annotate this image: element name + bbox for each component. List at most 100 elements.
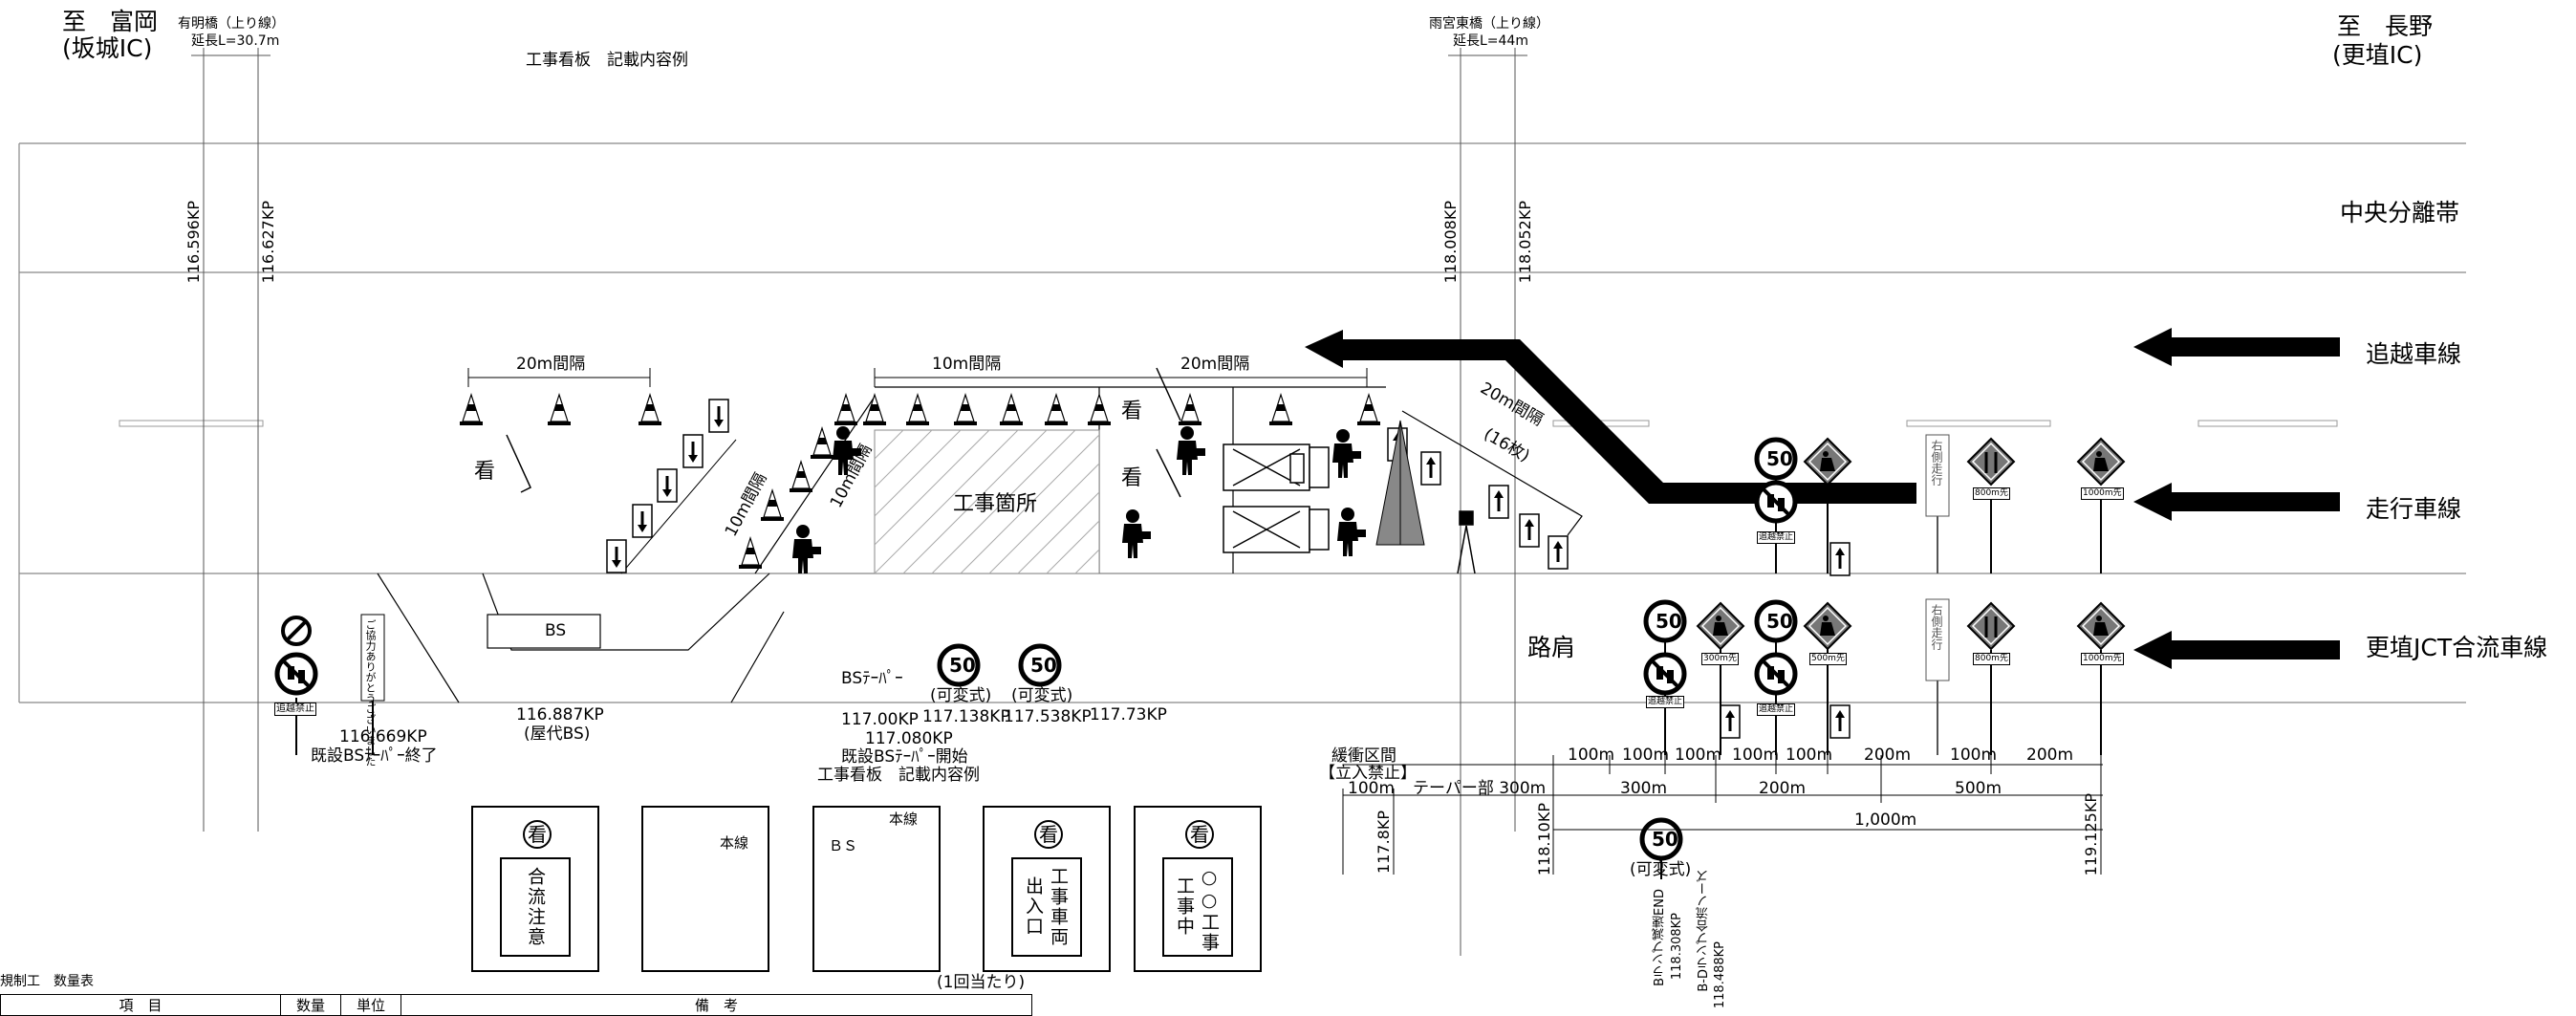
bs-start: 既設BSﾃｰﾊﾟｰ開始	[841, 747, 968, 767]
speed-sign-value-4: 50	[949, 654, 976, 677]
dim-row2-3: 500m	[1955, 779, 2002, 798]
bs-label: BS	[545, 621, 567, 640]
dist-800: 800m先	[1973, 653, 2010, 665]
board-2-label: 本線	[720, 834, 749, 852]
speed-sign-value-1: 50	[1766, 447, 1793, 470]
bridge-1-length: 延長L=30.7m	[191, 33, 280, 49]
speed-sign-value-3: 50	[1766, 610, 1793, 633]
direction-left-line1: 至 富岡	[62, 8, 159, 35]
kp-bs-end: 116.669KP	[339, 727, 427, 746]
dist-1000-upper: 1000m先	[2081, 487, 2124, 500]
no-passing-plate-4: 追越禁止	[274, 703, 316, 716]
board-1-kan: 看	[523, 820, 552, 849]
direction-right-line2: (更埴IC)	[2332, 41, 2423, 69]
kp-116-627: 116.627KP	[259, 201, 277, 284]
kp-yashiro: 116.887KP	[516, 705, 604, 724]
dist-1000: 1000m先	[2081, 653, 2124, 665]
kanban-2: 看	[1121, 400, 1143, 423]
bridge-1-name: 有明橋（上り線）	[178, 16, 285, 32]
board-bs-branch: 本線 ＢＳ	[812, 806, 941, 972]
lane-median: 中央分離帯	[2340, 199, 2460, 227]
quantity-table: 項 目 数量 単位 備 考	[0, 994, 1032, 1016]
board-3-label: 本線	[889, 811, 919, 828]
regulation-signs	[277, 434, 2125, 879]
lane-arrows	[1305, 328, 2340, 669]
yashiro-bs: (屋代BS)	[524, 724, 591, 744]
interval-a: 20m間隔	[516, 355, 586, 374]
board-4-text1: 工事車両	[1048, 867, 1069, 947]
bottom-note: 工事看板 記載内容例	[817, 766, 980, 785]
dist-300: 300m先	[1701, 653, 1739, 665]
keep-right-lower: 右側走行	[1930, 604, 1943, 650]
kp-117: 117.00KP	[841, 710, 919, 729]
table-title: 規制工 数量表	[0, 974, 94, 989]
dim-3: 100m	[1675, 746, 1722, 765]
top-note: 工事看板 記載内容例	[526, 51, 688, 70]
per-once-note: (1回当たり)	[937, 973, 1026, 992]
kanban-1: 看	[474, 460, 496, 484]
board-5-text1: ○○工事	[1199, 867, 1220, 953]
kp-119-125: 119.125KP	[2082, 793, 2100, 876]
kp-116-596: 116.596KP	[184, 201, 203, 284]
buffer-line1: 緩衝区間	[1331, 746, 1396, 766]
dist-500: 500m先	[1809, 653, 1847, 665]
variable-1: (可変式)	[930, 686, 992, 705]
header-qty: 数量	[280, 994, 341, 1016]
kp-117-73: 117.73KP	[1090, 705, 1167, 724]
kp-117-538: 117.538KP	[1004, 707, 1092, 726]
variable-3: (可変式)	[1630, 860, 1692, 879]
board-mainline-arrow: 本線	[641, 806, 769, 972]
direction-right-line1: 至 長野	[2337, 12, 2434, 40]
buffer-len: 100m	[1348, 779, 1396, 798]
speed-sign-value-6: 50	[1652, 828, 1678, 851]
board-3-bs: ＢＳ	[829, 837, 858, 854]
thanks-sign: ご協力ありがとうございました	[364, 619, 377, 767]
dim-7: 100m	[1950, 746, 1998, 765]
board-1-text: 合流注意	[525, 867, 546, 947]
board-under-construction: 看 ○○工事 工事中	[1134, 806, 1262, 972]
dim-row2-2: 200m	[1759, 779, 1807, 798]
ramp-2: 118.308KP	[1670, 913, 1684, 981]
kp-118-052: 118.052KP	[1516, 201, 1534, 284]
dim-row3: 1,000m	[1854, 811, 1917, 830]
lane-travel: 走行車線	[2366, 495, 2462, 523]
bs-end-note: 既設BSﾃｰﾊﾟｰ終了	[311, 746, 438, 766]
direction-left-line2: (坂城IC)	[62, 34, 153, 62]
board-5-text2: 工事中	[1174, 876, 1195, 937]
ramp-4: 118.488KP	[1713, 941, 1727, 1009]
no-passing-plate-1: 追越禁止	[1757, 531, 1796, 544]
taper-len: テーパー部 300m	[1413, 779, 1547, 798]
board-5-kan: 看	[1185, 820, 1214, 849]
ramp-1: Bランプ減速END	[1653, 889, 1667, 986]
kp-117-138: 117.138KP	[922, 707, 1010, 726]
board-5-text-box: ○○工事 工事中	[1162, 857, 1233, 957]
board-work-vehicle: 看 工事車両 出入口	[983, 806, 1111, 972]
board-4-text-box: 工事車両 出入口	[1011, 857, 1082, 957]
lane-merge: 更埴JCT合流車線	[2366, 634, 2548, 661]
work-area-label: 工事箇所	[953, 492, 1038, 516]
dim-2: 100m	[1622, 746, 1670, 765]
no-passing-plate-2: 追越禁止	[1646, 696, 1685, 708]
keep-right-upper: 右側走行	[1930, 440, 1943, 486]
interval-c: 20m間隔	[1180, 355, 1250, 374]
kp-118-008: 118.008KP	[1441, 201, 1460, 284]
dim-5: 100m	[1786, 746, 1833, 765]
kanban-3: 看	[1121, 466, 1143, 490]
header-item: 項 目	[0, 994, 281, 1016]
dim-8: 200m	[2026, 746, 2074, 765]
dim-row2-1: 300m	[1620, 779, 1668, 798]
buffer-line2: 【立入禁止】	[1319, 764, 1417, 783]
interval-b: 10m間隔	[932, 355, 1002, 374]
board-1-text-box: 合流注意	[500, 857, 571, 957]
bridge-2-length: 延長L=44m	[1453, 33, 1528, 49]
kp-118-1: 118.10KP	[1535, 803, 1553, 876]
speed-sign-value-5: 50	[1030, 654, 1057, 677]
kp-117-8: 117.8KP	[1375, 811, 1393, 874]
kp-117-08: 117.080KP	[865, 729, 953, 748]
board-4-text2: 出入口	[1023, 876, 1044, 937]
bridge-2-name: 雨宮東橋（上り線）	[1429, 16, 1549, 32]
lane-shoulder: 路肩	[1527, 634, 1576, 661]
bs-taper: BSﾃｰﾊﾟｰ	[841, 669, 903, 688]
